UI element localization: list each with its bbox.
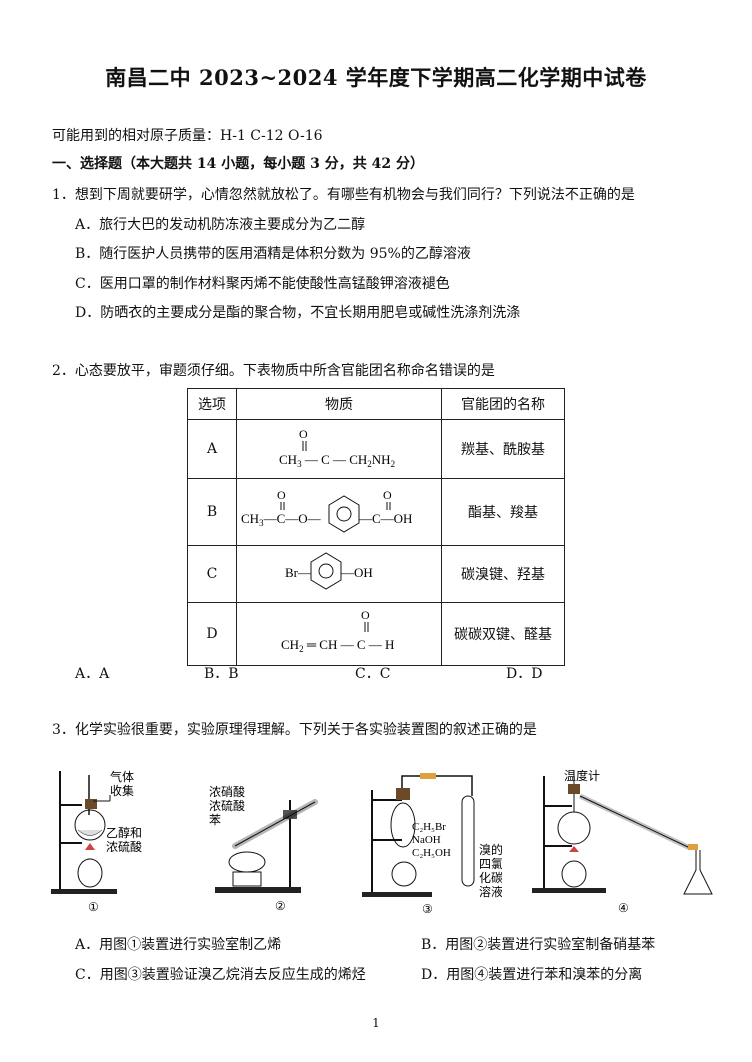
table-row: C Br— —OH 碳溴键、羟基 xyxy=(187,545,565,603)
fig3-reagent-2: NaOH xyxy=(412,834,441,846)
groups-cell: 碳碳双键、醛基 xyxy=(441,602,565,666)
svg-text:O: O xyxy=(383,488,392,502)
q2-answer-a: A．A xyxy=(75,666,110,682)
table-row: D O CH2 ═ CH — C — H 碳碳双键、醛基 xyxy=(187,602,565,666)
page-title: 南昌二中 2023~2024 学年度下学期高二化学期中试卷 xyxy=(105,65,647,90)
groups-cell: 碳溴键、羟基 xyxy=(441,545,565,603)
svg-text:O: O xyxy=(299,427,308,441)
table-header: 官能团的名称 xyxy=(441,388,565,420)
q1-option-b: B．随行医护人员携带的医用酒精是体积分数为 95%的乙醇溶液 xyxy=(75,246,471,262)
fig1-number: ① xyxy=(88,900,99,914)
fig4-thermometer-label: 温度计 xyxy=(564,768,600,783)
q3-option-a: A．用图①装置进行实验室制乙烯 xyxy=(75,937,282,953)
q1-option-a: A．旅行大巴的发动机防冻液主要成分为乙二醇 xyxy=(75,217,366,233)
structure-d-image: O CH2 ═ CH — C — H xyxy=(281,608,394,654)
option-cell: B xyxy=(187,478,237,546)
option-cell: A xyxy=(187,419,237,479)
fig2-label-1: 浓硝酸 xyxy=(209,784,245,799)
structure-cell: O CH3 — C — CH2NH2 xyxy=(236,419,442,479)
page-number: 1 xyxy=(372,1016,380,1030)
apparatus-figure-2: 浓硝酸 浓硫酸 苯 ② xyxy=(209,784,318,913)
fig1-label-gas2: 收集 xyxy=(110,783,134,798)
atomic-mass-line: 可能用到的相对原子质量：H-1 C-12 O-16 xyxy=(52,128,323,144)
fig1-label-gas1: 气体 xyxy=(110,769,134,784)
q2-answer-b: B．B xyxy=(204,666,239,682)
q1-option-c: C．医用口罩的制作材料聚丙烯不能使酸性高锰酸钾溶液褪色 xyxy=(75,276,450,292)
fig3-sol-1: 溴的 xyxy=(479,842,502,857)
svg-text:—C—OH: —C—OH xyxy=(358,511,412,526)
q1-option-d: D．防晒衣的主要成分是酯的聚合物，不宜长期用肥皂或碱性洗涤剂洗涤 xyxy=(75,305,521,321)
q2-answer-c: C．C xyxy=(355,666,391,682)
fig2-label-3: 苯 xyxy=(209,813,221,827)
svg-text:CH3 — C — CH2NH2: CH3 — C — CH2NH2 xyxy=(279,452,395,469)
q2-table: 选项 物质 官能团的名称 A O CH3 — C — CH2NH2 羰基、酰胺基… xyxy=(187,388,565,666)
fig1-label-reag2: 浓硫酸 xyxy=(106,839,142,854)
structure-cell: Br— —OH xyxy=(236,545,442,603)
fig3-reagent-3: C₂H₅OH xyxy=(412,847,451,859)
svg-text:CH3—C—O—: CH3—C—O— xyxy=(241,511,322,528)
structure-c-image: Br— —OH xyxy=(285,552,373,590)
table-header: 物质 xyxy=(236,388,442,420)
q2-answer-d: D．D xyxy=(506,666,543,682)
fig3-number: ③ xyxy=(422,902,433,916)
fig3-sol-4: 溶液 xyxy=(479,884,502,899)
section-heading: 一、选择题（本大题共 14 小题，每小题 3 分，共 42 分） xyxy=(52,156,424,172)
fig3-reagent-1: C₂H₅Br xyxy=(412,821,446,833)
table-row: A O CH3 — C — CH2NH2 羰基、酰胺基 xyxy=(187,419,565,479)
option-cell: D xyxy=(187,602,237,666)
q3-option-c: C．用图③装置验证溴乙烷消去反应生成的烯烃 xyxy=(75,967,366,983)
apparatus-figure-3: C₂H₅Br NaOH C₂H₅OH 溴的 四氯 化碳 溶液 ③ xyxy=(362,773,502,916)
q3-option-b: B．用图②装置进行实验室制备硝基苯 xyxy=(421,937,656,953)
svg-text:CH2 ═ CH — C — H: CH2 ═ CH — C — H xyxy=(281,637,394,654)
groups-cell: 酯基、羧基 xyxy=(441,478,565,546)
svg-text:O: O xyxy=(361,608,370,622)
q3-option-d: D．用图④装置进行苯和溴苯的分离 xyxy=(421,967,643,983)
fig4-number: ④ xyxy=(618,901,629,915)
fig2-label-2: 浓硫酸 xyxy=(209,798,245,813)
structure-a-image: O CH3 — C — CH2NH2 xyxy=(279,427,395,469)
q2-stem: 2．心态要放平，审题须仔细。下表物质中所含官能团名称命名错误的是 xyxy=(52,363,495,379)
structure-b-image: O CH3—C—O— —C—OH O xyxy=(241,488,412,533)
svg-text:Br—: Br— xyxy=(285,565,312,580)
svg-text:—OH: —OH xyxy=(340,565,373,580)
groups-cell: 羰基、酰胺基 xyxy=(441,419,565,479)
structure-cell: O CH2 ═ CH — C — H xyxy=(236,602,442,666)
fig3-sol-2: 四氯 xyxy=(479,857,502,871)
table-row: B O CH3—C—O— —C—OH O 酯基、羧基 xyxy=(187,478,565,546)
fig2-number: ② xyxy=(275,899,286,913)
option-cell: C xyxy=(187,545,237,603)
svg-text:O: O xyxy=(277,488,286,502)
fig3-sol-3: 化碳 xyxy=(479,871,502,885)
table-header: 选项 xyxy=(187,388,237,420)
structure-cell: O CH3—C—O— —C—OH O xyxy=(236,478,442,546)
q1-stem: 1．想到下周就要研学，心情忽然就放松了。有哪些有机物会与我们同行？下列说法不正确… xyxy=(52,187,635,203)
fig1-label-reag1: 乙醇和 xyxy=(106,825,142,840)
q3-stem: 3．化学实验很重要，实验原理得理解。下列关于各实验装置图的叙述正确的是 xyxy=(52,722,537,738)
apparatus-figure-4: 温度计 ④ xyxy=(532,768,713,915)
apparatus-figure-1: 气体 收集 乙醇和 浓硫酸 ① xyxy=(51,769,142,914)
